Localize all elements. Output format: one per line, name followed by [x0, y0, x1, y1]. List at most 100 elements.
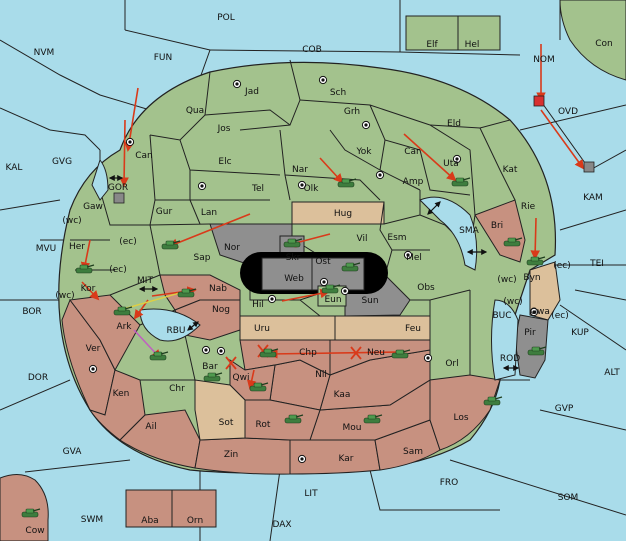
sea-dor: DOR: [28, 373, 48, 383]
label-jad: Jad: [244, 87, 259, 97]
territory-gwa[interactable]: [529, 261, 561, 321]
coast-gwa-ec: (ec): [551, 311, 569, 321]
label-uru: Uru: [254, 324, 270, 334]
sea-gvp: GVP: [555, 404, 574, 414]
label-pir: Pir: [524, 328, 536, 338]
label-ken: Ken: [113, 389, 130, 399]
sea-buc-inlet: [491, 299, 519, 381]
territory-hug[interactable]: [291, 201, 385, 225]
label-sun: Sun: [361, 296, 378, 306]
sea-fro: FRO: [440, 478, 459, 488]
territory-zin[interactable]: [194, 437, 291, 475]
label-hel: Hel: [465, 40, 480, 50]
label-nab: Nab: [209, 284, 227, 294]
label-car: Car: [404, 147, 420, 157]
label-chp: Chp: [299, 348, 317, 358]
label-her: Her: [69, 242, 85, 252]
territory-uru[interactable]: [239, 315, 336, 341]
label-olk: Olk: [304, 184, 320, 194]
label-amp: Amp: [403, 177, 424, 187]
label-ail: Ail: [145, 422, 156, 432]
label-rot: Rot: [256, 420, 271, 430]
label-gwa: Gwa: [530, 307, 550, 317]
label-zin: Zin: [224, 450, 238, 460]
sea-pol: POL: [217, 13, 235, 23]
label-orl: Orl: [445, 359, 458, 369]
sea-gor-inlet: [91, 158, 109, 201]
label-cow: Cow: [25, 526, 44, 536]
coast-kor-wc: (wc): [55, 291, 74, 301]
label-nil: Nil: [315, 370, 327, 380]
sea-labels: POL NVM FUN COB NOM Con KAL GVG MVU BOR …: [6, 13, 621, 530]
territory-sot[interactable]: [194, 379, 246, 441]
label-hug: Hug: [334, 209, 352, 219]
label-grh: Grh: [344, 107, 360, 117]
label-kar: Kar: [339, 454, 354, 464]
territory-los[interactable]: [429, 374, 501, 451]
label-skr: Skr: [286, 253, 301, 263]
label-sch: Sch: [330, 88, 346, 98]
sea-kup: KUP: [571, 328, 589, 338]
label-gur: Gur: [156, 207, 173, 217]
sea-rbu-inlet: [139, 308, 201, 342]
label-mel: Mel: [406, 253, 422, 263]
label-yok: Yok: [355, 147, 372, 157]
sea-mvu: MVU: [36, 244, 57, 254]
territory-hel[interactable]: [457, 15, 501, 51]
sea-gvg: GVG: [52, 157, 72, 167]
sea-bor: BOR: [22, 307, 41, 317]
coast-gwa-wc: (wc): [503, 297, 522, 307]
label-vil: Vil: [357, 234, 368, 244]
sea-nom: NOM: [533, 55, 555, 65]
territory-con[interactable]: [559, 0, 626, 81]
label-feu: Feu: [405, 324, 421, 334]
sea-buc: BUC: [492, 311, 511, 321]
label-ver: Ver: [86, 344, 101, 354]
label-sam: Sam: [403, 447, 423, 457]
label-neu: Neu: [367, 348, 385, 358]
territory-cow[interactable]: [0, 474, 49, 541]
label-bar: Bar: [202, 362, 218, 372]
coast-byn-ec: (ec): [553, 261, 571, 271]
label-web: Web: [284, 274, 304, 284]
label-gaw: Gaw: [83, 202, 103, 212]
sea-nvm: NVM: [34, 48, 55, 58]
label-qua: Qua: [186, 106, 204, 116]
territory-labels: Jad Sch Qua Jos Grh Eld Can Yok Car Elc …: [25, 40, 550, 536]
label-jos: Jos: [217, 124, 231, 134]
territory-con-label: Con: [595, 39, 613, 49]
label-nor: Nor: [224, 243, 240, 253]
label-bri: Bri: [491, 221, 503, 231]
label-mou: Mou: [343, 423, 362, 433]
coast-byn-wc: (wc): [497, 275, 516, 285]
label-uta: Uta: [443, 159, 459, 169]
sea-rbu: RBU: [166, 326, 185, 336]
sea-sma-inlet: [419, 196, 478, 271]
label-hil: Hil: [252, 300, 264, 310]
sea-cob: COB: [302, 45, 322, 55]
label-orn: Orn: [187, 516, 203, 526]
label-rie: Rie: [521, 202, 536, 212]
label-tel: Tel: [251, 184, 264, 194]
territory-orn[interactable]: [171, 489, 217, 528]
territory-bri[interactable]: [474, 199, 526, 263]
label-sot: Sot: [219, 418, 234, 428]
fleet-markers: [113, 95, 595, 204]
sea-tei: TEI: [589, 259, 604, 269]
sea-fun: FUN: [154, 53, 173, 63]
territory-ail[interactable]: [119, 409, 201, 469]
label-nog: Nog: [212, 305, 230, 315]
label-kor: Kor: [81, 284, 96, 294]
coast-her-wc: (wc): [62, 216, 81, 226]
label-byn: Byn: [523, 273, 540, 283]
territory-ken[interactable]: [88, 369, 146, 441]
sea-mit: MIT: [137, 276, 153, 286]
label-eld: Eld: [447, 119, 461, 129]
territory-feu[interactable]: [334, 315, 431, 341]
territory-elf[interactable]: [405, 15, 459, 51]
label-chr: Chr: [169, 384, 185, 394]
label-los: Los: [453, 413, 468, 423]
territory-aba[interactable]: [125, 489, 173, 528]
sea-dax: DAX: [272, 520, 291, 530]
